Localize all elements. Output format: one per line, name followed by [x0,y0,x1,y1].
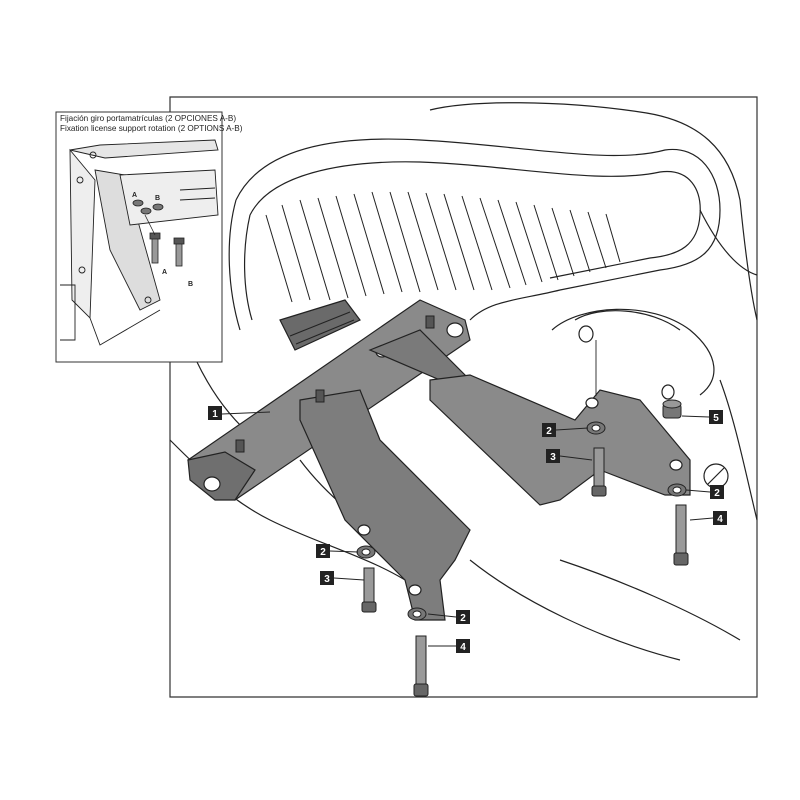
callout-2-left-top: 2 [316,544,330,558]
callout-label: 2 [714,488,720,499]
callout-label: 5 [713,413,719,424]
callout-label: 3 [324,574,330,585]
callout-label: 2 [546,426,552,437]
callout-2-right-bottom: 2 [710,485,724,499]
callout-label: 4 [717,514,723,525]
callout-4-left: 4 [456,639,470,653]
inset-title-es: Fijación giro portamatrículas (2 OPCIONE… [60,114,236,123]
leader-lines [221,340,714,647]
callout-4-right: 4 [713,511,727,525]
right-side-bracket [368,329,691,506]
inset-hardware [132,199,185,267]
callout-1: 1 [208,406,222,420]
left-side-bracket [299,389,471,621]
callout-2-left-bottom: 2 [456,610,470,624]
inset-label-b-bottom: B [188,281,193,288]
inset-label-a-bottom: A [162,269,167,276]
seat-ribs [265,191,621,303]
callout-label: 1 [212,409,218,420]
callout-5: 5 [709,410,723,424]
callout-label: 2 [320,547,326,558]
inset-detail: Fijación giro portamatrículas (2 OPCIONE… [55,111,243,363]
inset-label-b: B [155,195,160,202]
callout-label: 3 [550,452,556,463]
callout-3-right: 3 [546,449,560,463]
drawing-frame [169,96,758,698]
inset-label-a: A [132,192,137,199]
inset-title-en: Fixation license support rotation (2 OPT… [60,124,243,133]
motorcycle-seat-outline [169,102,758,661]
callout-2-right-top: 2 [542,423,556,437]
callout-3-left: 3 [320,571,334,585]
hardware [235,315,689,697]
callout-label: 4 [460,642,466,653]
callout-label: 2 [460,613,466,624]
